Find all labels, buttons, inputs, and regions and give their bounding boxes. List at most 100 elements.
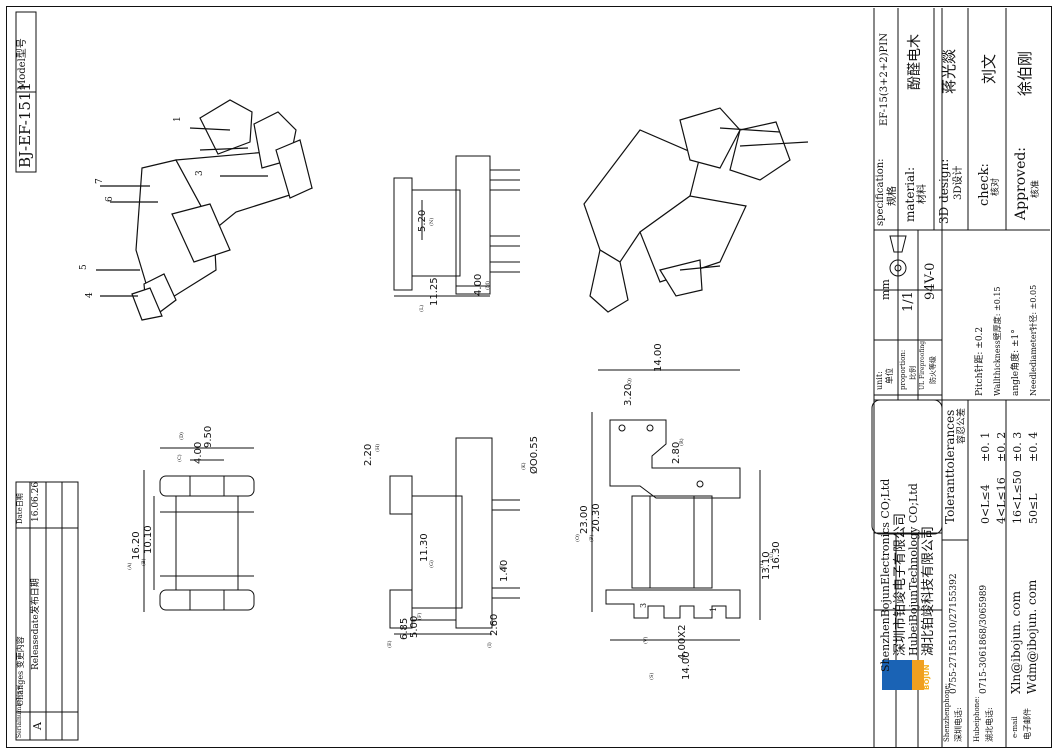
tolerance-value-4: ±0. 4	[1027, 431, 1040, 462]
email-2: Wdm@ibojun. com	[1025, 579, 1039, 694]
changes-col-date: Date日期	[16, 493, 24, 524]
dim-tag-d: (D)	[179, 432, 185, 440]
pin-label-3: 3	[195, 170, 205, 176]
check-label-cn: 核对	[991, 177, 1001, 196]
material-label-cn: 材料	[917, 184, 928, 204]
tolerance-pitch: Pitch针距: ±0.2	[975, 326, 985, 396]
dim-tag-r: (R)	[679, 438, 685, 446]
dim-4-00-left: 4.00	[193, 441, 204, 464]
dim-tag-n: (N)	[429, 217, 435, 226]
side-view-top	[393, 155, 520, 297]
pin-label-5: 5	[79, 264, 89, 270]
pin-label-7: 7	[95, 178, 105, 184]
dim-16-20: 16.20	[131, 531, 142, 560]
changes-row-serial: A	[31, 722, 44, 730]
tolerance-range-3: 16<L≤50	[1011, 470, 1024, 524]
dim-5-20: 5.20	[417, 209, 428, 232]
dim-11-25: 11.25	[429, 277, 440, 306]
tolerance-angle: angle角度: ±1°	[1011, 329, 1021, 396]
check-value: 刘文	[980, 53, 998, 84]
model-value: BJ-EF-1511	[16, 81, 34, 168]
pin-label-1: 1	[173, 116, 183, 122]
dim-tag-o: (O)	[575, 533, 581, 542]
approved-label: Approved:	[1013, 146, 1029, 220]
email-label-cn: 电子邮件	[1023, 708, 1032, 740]
dim-11-30: 11.30	[419, 533, 430, 562]
approved-value: 徐伯刚	[1016, 50, 1034, 96]
tolerance-value-1: ±0. 1	[979, 431, 992, 462]
dim-2-60: 2.60	[489, 613, 500, 636]
tolerance-range-4: 50≤L	[1027, 493, 1040, 524]
company-name-hb-cn: 湖北铂竣科技有限公司	[921, 525, 936, 656]
dim-tag-a: (A)	[127, 562, 133, 570]
side-view-bottom	[389, 437, 520, 635]
hb-phone-value: 0715-3061868/3065989	[979, 584, 989, 694]
dim-tag-c: (C)	[177, 454, 183, 462]
ul-label: UL Fireproofing:	[919, 338, 926, 390]
hb-phone-label-cn: 湖北电话:	[985, 707, 994, 742]
ul-label-cn: 防火等级	[929, 356, 937, 384]
design-value: 蒋光燚	[940, 48, 958, 94]
dim-tag-b: (B)	[141, 558, 147, 566]
dim-tag-h: (H)	[375, 443, 381, 452]
email-label: e-mail	[1011, 716, 1019, 738]
dim-4-00-top: 4.00	[473, 273, 484, 296]
tolerance-title-cn: 容忍公差	[957, 407, 967, 444]
material-label: material:	[903, 166, 917, 222]
email-1: Xln@ibojun. com	[1009, 591, 1023, 694]
front-pin-1: 1	[709, 606, 718, 612]
spec-label: specification:	[875, 158, 886, 226]
sz-phone-value: 0755-27155110/27155392	[949, 573, 959, 694]
dim-tag-k: (K)	[521, 462, 527, 470]
design-label: 3D design:	[937, 158, 951, 224]
dim-2-20: 2.20	[363, 443, 374, 466]
projection-symbol	[889, 235, 907, 277]
dim-tag-g: (G)	[429, 560, 435, 568]
company-name-sz-en: ShenzhenBojunElectronics CO;Ltd	[879, 478, 892, 672]
front-pin-3: 3	[639, 602, 648, 608]
company-name-hb-en: HubeiBojunTechnology CO;Ltd	[907, 483, 920, 656]
dim-9-50: 9.50	[203, 425, 214, 448]
spec-label-cn: 规格	[887, 186, 898, 206]
iso-view-left	[96, 99, 313, 321]
front-view	[591, 369, 761, 641]
tolerance-range-2: 4<L≤16	[995, 477, 1008, 524]
pin-label-4: 4	[85, 292, 95, 298]
changes-table	[15, 481, 79, 741]
hb-phone-label: Hubeiphone:	[973, 696, 981, 742]
dim-tag-v: (V)	[643, 636, 649, 644]
ul-value: 94V-0	[923, 262, 938, 300]
dim-14-00-top: 14.00	[653, 343, 664, 372]
changes-row-date: 16.06.26	[31, 481, 41, 522]
tolerance-title: Toleranttolerances	[943, 409, 957, 524]
unit-value: mm	[879, 279, 892, 300]
dim-tag-u: (U)	[769, 551, 775, 560]
tolerance-value-3: ±0. 3	[1011, 431, 1024, 462]
dim-14-00-bottom: 14.00	[681, 651, 692, 680]
bojun-logo	[882, 660, 924, 690]
dim-tag-l: (L)	[419, 304, 425, 312]
sz-phone-label-cn: 深圳电话:	[954, 707, 963, 742]
dim-tag-s: (S)	[649, 672, 655, 680]
dim-tag-i: (I)	[487, 642, 493, 648]
changes-col-change: Changes 变更内容	[16, 636, 25, 706]
spec-value: EF-15(3+2+2)PIN	[879, 33, 890, 126]
changes-row-change: Releasedate发布日期	[31, 578, 41, 670]
design-label-cn: 3D设计	[953, 165, 964, 200]
company-name-sz-cn: 深圳市铂竣电子有限公司	[893, 512, 908, 656]
dim-tag-j: (J)	[499, 564, 505, 570]
plan-view-left	[143, 447, 255, 612]
dim-tag-e: (E)	[387, 640, 393, 648]
material-value: 酚醛电木	[907, 34, 923, 90]
dim-20-30: 20.30	[591, 503, 602, 532]
tolerance-value-2: ±0. 2	[995, 431, 1008, 462]
dim-3-20: 3.20	[623, 383, 634, 406]
tolerance-needle: Needlediameter针径: ±0.05	[1029, 284, 1038, 396]
dim-tag-p: (P)	[589, 534, 595, 542]
unit-label-cn: 单位	[885, 368, 894, 384]
dim-6-85: 6.85	[399, 617, 410, 640]
approved-label-cn: 核准	[1031, 179, 1041, 198]
proportion-value: 1/1	[901, 291, 916, 312]
